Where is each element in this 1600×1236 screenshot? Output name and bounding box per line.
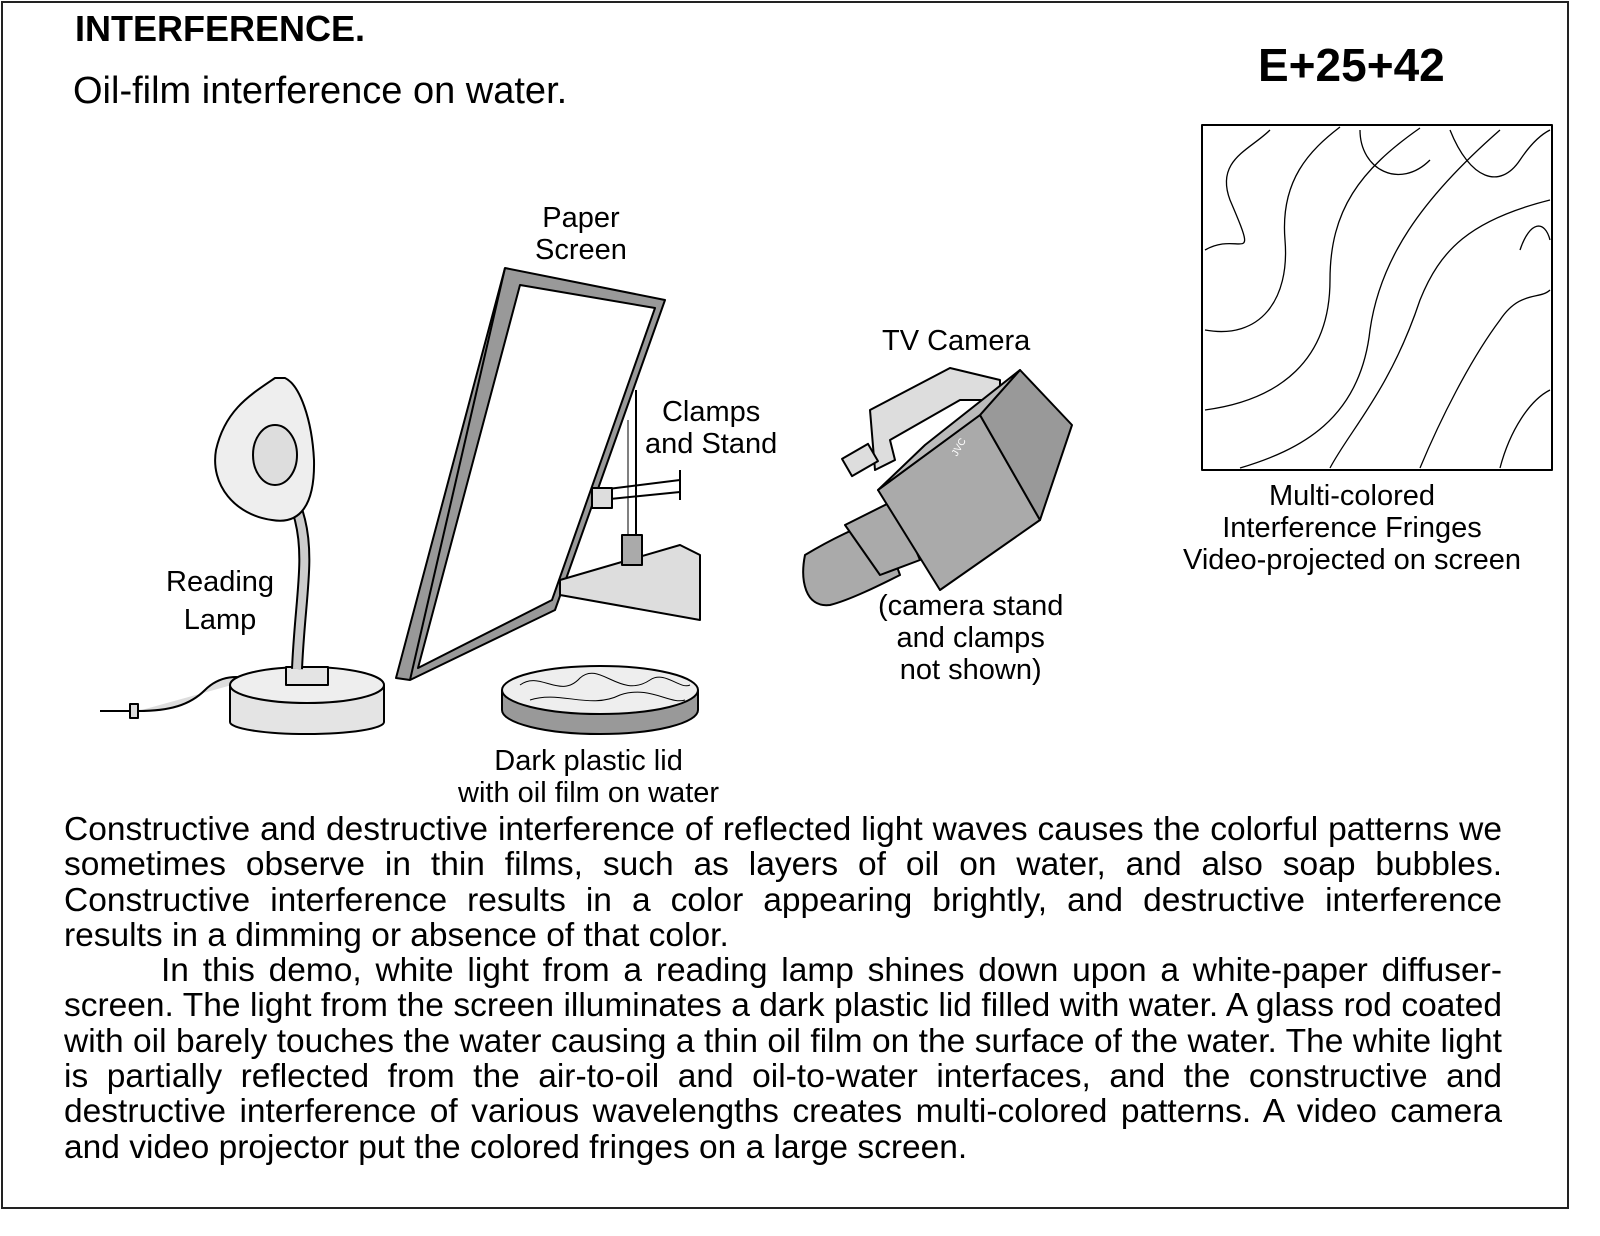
label-line: and Stand (645, 428, 778, 460)
label-line: Screen (535, 234, 627, 266)
label-line: Dark plastic lid (494, 745, 683, 777)
reading-lamp-drawing (100, 377, 385, 735)
label-camera-note: (camera stand and clamps not shown) (878, 590, 1063, 686)
page-border (1, 1, 1569, 1209)
label-line: with oil film on water (458, 777, 720, 809)
label-line: Multi-colored (1269, 480, 1436, 512)
demo-code: E+25+42 (1258, 39, 1445, 91)
label-tv-camera: TV Camera (882, 325, 1031, 357)
page-title: INTERFERENCE. (75, 8, 366, 49)
label-line: Video-projected on screen (1183, 544, 1522, 576)
label-reading-lamp: Reading Lamp (166, 563, 274, 639)
paragraph-2: In this demo, white light from a reading… (64, 952, 1502, 1166)
label-fringes: Multi-colored Interference Fringes Video… (1183, 480, 1521, 576)
clamp-stand-drawing (559, 390, 701, 621)
label-line: Clamps (661, 396, 761, 428)
label-line: not shown) (899, 654, 1042, 686)
label-line: Interference Fringes (1222, 512, 1482, 544)
label-line: Paper (542, 202, 620, 234)
label-line: Lamp (183, 604, 257, 636)
page-subtitle: Oil-film interference on water. (73, 70, 568, 112)
label-line: Reading (166, 566, 275, 598)
label-line: (camera stand (878, 590, 1064, 622)
tv-camera-drawing: JVC (802, 367, 1073, 607)
paragraph-1: Constructive and destructive interferenc… (64, 811, 1502, 954)
label-lid: Dark plastic lid with oil film on water (458, 745, 719, 809)
label-paper-screen: Paper Screen (535, 202, 627, 266)
description-text: Constructive and destructive interferenc… (64, 812, 1502, 1165)
paper-screen-drawing (395, 267, 666, 681)
oil-lid-drawing (501, 665, 699, 735)
label-clamps-stand: Clamps and Stand (645, 396, 777, 460)
label-line: and clamps (896, 622, 1045, 654)
interference-fringes-image (1201, 124, 1553, 471)
